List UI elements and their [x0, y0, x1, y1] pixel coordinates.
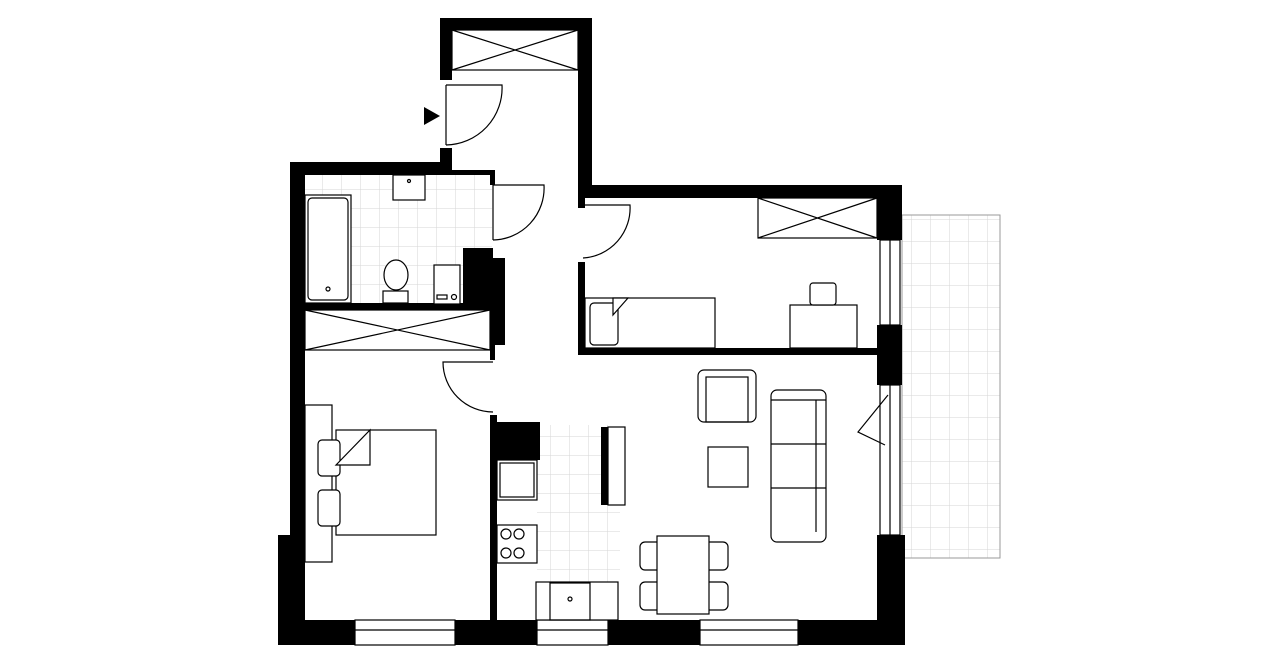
- doors: [442, 84, 889, 446]
- bedroom-furniture: [304, 404, 437, 563]
- wardrobes: [304, 29, 878, 351]
- bathroom-fixtures: [304, 174, 461, 305]
- kitchen-furniture: [496, 426, 626, 621]
- windows: [354, 239, 901, 646]
- balcony: [901, 214, 1001, 559]
- study-furniture: [584, 282, 858, 349]
- living-room-furniture: [639, 369, 827, 615]
- entrance-marker-icon: [424, 107, 440, 125]
